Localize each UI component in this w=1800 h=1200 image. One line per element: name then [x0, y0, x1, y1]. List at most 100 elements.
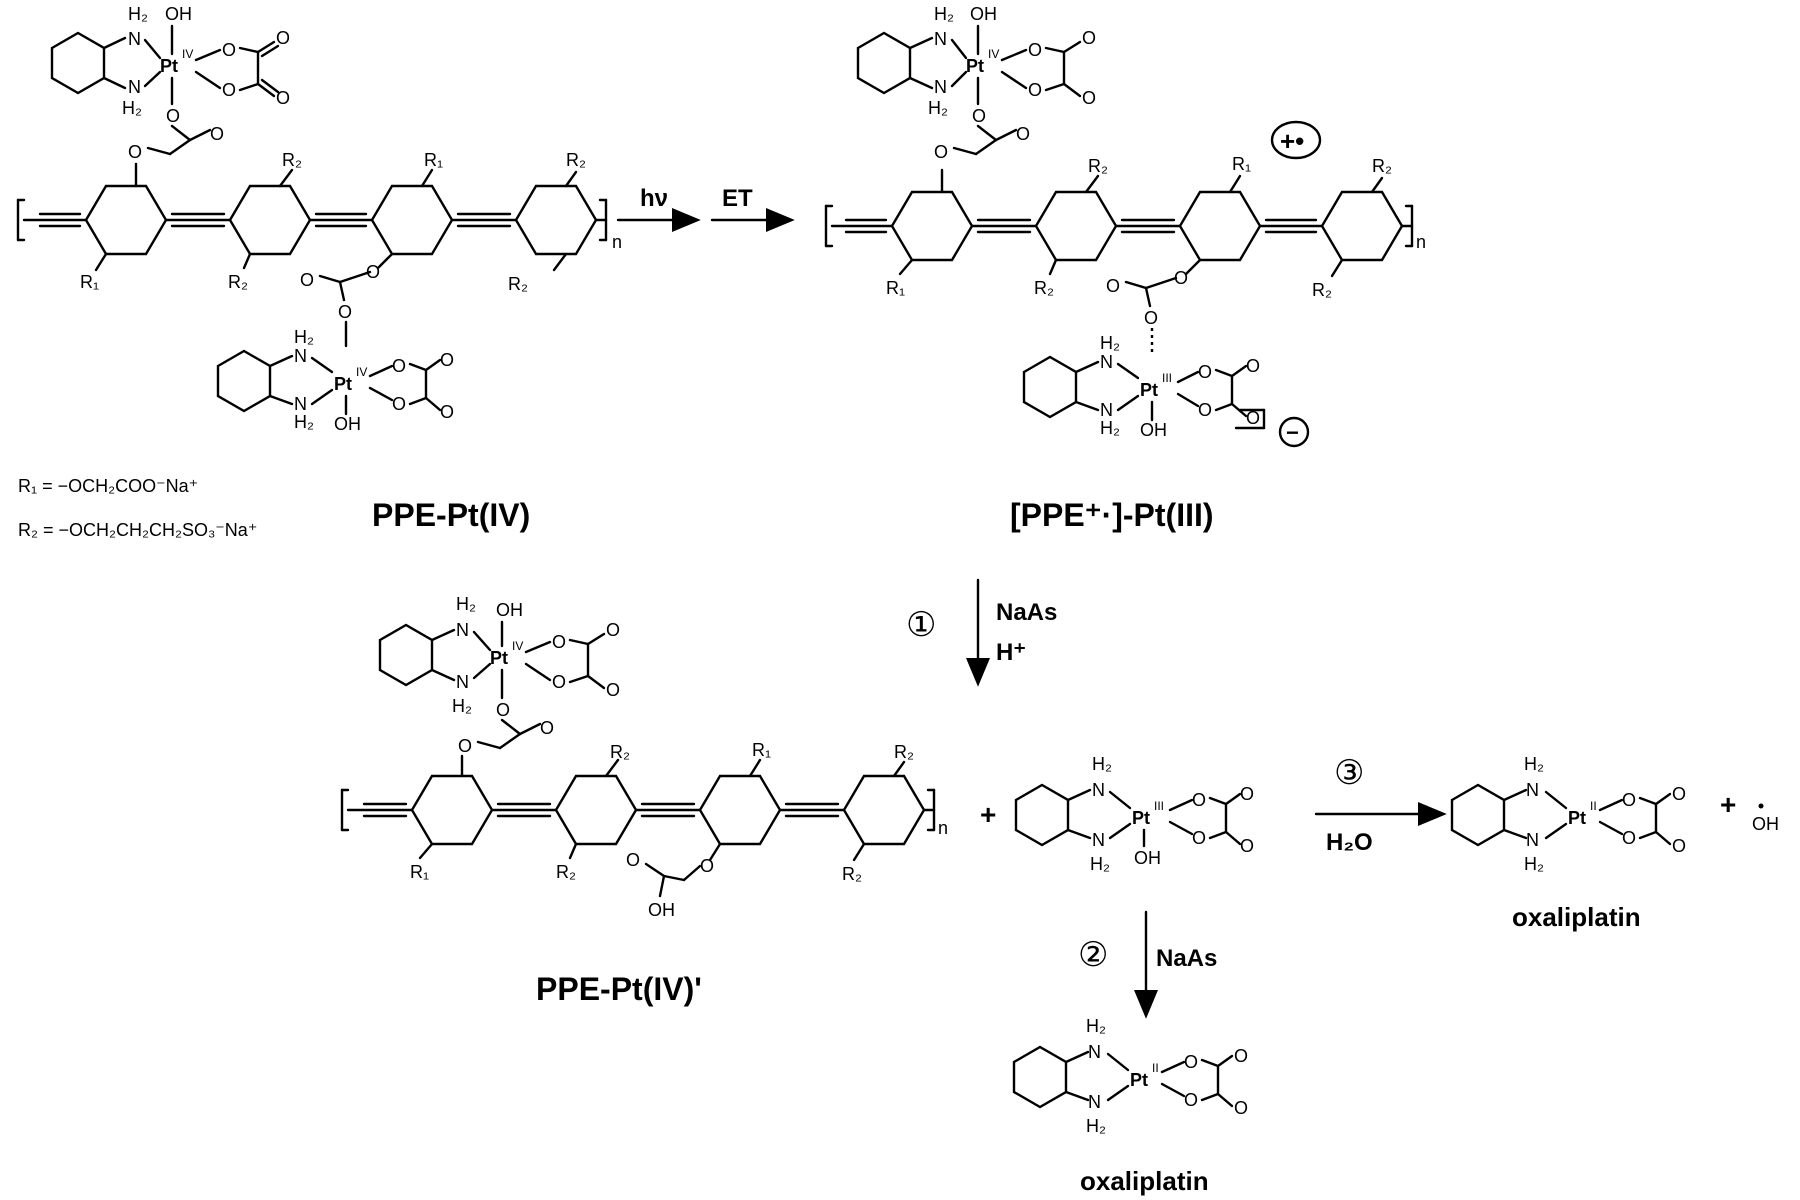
svg-text:H₂: H₂ — [1090, 854, 1110, 874]
svg-text:R₂: R₂ — [1312, 280, 1332, 300]
svg-text:R₂: R₂ — [1088, 156, 1108, 176]
svg-text:Pt: Pt — [490, 648, 508, 668]
svg-text:O: O — [606, 680, 620, 700]
svg-text:③: ③ — [1334, 754, 1364, 792]
svg-text:O: O — [1184, 1090, 1198, 1110]
svg-text:III: III — [1162, 371, 1172, 385]
ppe-radical-pt-iii-structure: N N H₂ H₂ Pt IV OH O O O O O O — [824, 4, 1426, 533]
svg-text:II: II — [1590, 799, 1597, 813]
svg-text:O: O — [700, 856, 714, 876]
ppe-backbone-middle: R₁ R₂ R₂ R₁ O R₂ R₂ — [340, 740, 948, 920]
label-oxaliplatin-bottom: oxaliplatin — [1080, 1166, 1209, 1196]
svg-text:O: O — [128, 142, 142, 162]
svg-text:H₂: H₂ — [1100, 418, 1120, 438]
arrow-step-3: ③ H₂O — [1314, 754, 1447, 856]
pt-complex-upper-right: N N H₂ H₂ Pt IV OH O O O O O O — [856, 4, 1096, 162]
svg-text:R₁: R₁ — [886, 278, 905, 298]
svg-text:O: O — [540, 718, 554, 738]
svg-text:H₂: H₂ — [1524, 754, 1544, 774]
svg-text:O: O — [1082, 28, 1096, 48]
svg-text:III: III — [1154, 799, 1164, 813]
plus-sign-1: + — [980, 799, 996, 830]
svg-text:R₂: R₂ — [894, 742, 914, 762]
svg-text:OH: OH — [970, 4, 997, 24]
svg-text:N: N — [1088, 1092, 1101, 1112]
svg-text:O: O — [1246, 356, 1260, 376]
svg-text:N: N — [294, 394, 307, 414]
svg-text:n: n — [612, 232, 622, 252]
svg-text:O: O — [1184, 1052, 1198, 1072]
svg-text:O: O — [972, 106, 986, 126]
svg-text:O: O — [1016, 124, 1030, 144]
svg-text:N: N — [934, 29, 947, 49]
radical-cation-symbol: +• — [1270, 120, 1322, 160]
svg-text:O: O — [552, 632, 566, 652]
svg-text:O: O — [934, 142, 948, 162]
svg-text:O: O — [606, 620, 620, 640]
svg-text:OH: OH — [1140, 420, 1167, 440]
svg-text:H₂O: H₂O — [1326, 829, 1373, 856]
svg-text:O: O — [1234, 1046, 1248, 1066]
svg-text:O: O — [392, 356, 406, 376]
svg-text:IV: IV — [182, 47, 193, 61]
svg-text:Pt: Pt — [966, 56, 984, 76]
svg-text:OH: OH — [648, 900, 675, 920]
pt-complex-upper-left: N N H₂ H₂ Pt IV OH O O O O O — [50, 4, 290, 162]
svg-text:IV: IV — [988, 47, 999, 61]
svg-text:N: N — [128, 77, 141, 97]
svg-text:O: O — [1192, 828, 1206, 848]
svg-text:R₂: R₂ — [508, 274, 528, 294]
oxaliplatin-right: H₂ N N H₂ Pt II O O O O — [1450, 754, 1686, 874]
svg-text:OH: OH — [334, 414, 361, 434]
svg-text:H₂: H₂ — [294, 412, 314, 432]
svg-text:H₂: H₂ — [1086, 1016, 1106, 1036]
plus-sign-2: + — [1720, 789, 1736, 820]
svg-text:O: O — [496, 700, 510, 720]
pt-complex-upper-middle: H₂ N N H₂ Pt IV OH O O O O O O — [378, 594, 620, 756]
svg-text:R₁: R₁ — [424, 150, 443, 170]
svg-text:R₁: R₁ — [1232, 154, 1251, 174]
svg-text:H₂: H₂ — [456, 594, 476, 614]
svg-text:ET: ET — [722, 185, 753, 212]
svg-text:H⁺: H⁺ — [996, 639, 1026, 666]
svg-text:II: II — [1152, 1061, 1159, 1075]
svg-text:O: O — [1198, 400, 1212, 420]
svg-text:H₂: H₂ — [934, 4, 954, 24]
svg-text:O: O — [1192, 790, 1206, 810]
svg-text:OH: OH — [1752, 814, 1779, 834]
svg-text:N: N — [456, 672, 469, 692]
svg-text:Pt: Pt — [1132, 808, 1150, 828]
svg-text:n: n — [1416, 232, 1426, 252]
svg-text:N: N — [1100, 400, 1113, 420]
svg-text:−: − — [1286, 420, 1299, 445]
svg-text:O: O — [458, 736, 472, 756]
svg-text:N: N — [1526, 780, 1539, 800]
svg-text:O: O — [626, 850, 640, 870]
svg-text:OH: OH — [165, 4, 192, 24]
svg-text:N: N — [1088, 1042, 1101, 1062]
svg-text:IV: IV — [356, 365, 367, 379]
svg-text:O: O — [300, 270, 314, 290]
svg-text:O: O — [1240, 836, 1254, 856]
r1-definition: R₁ = −OCH₂COO⁻Na⁺ — [18, 476, 198, 496]
svg-text:O: O — [1174, 268, 1188, 288]
svg-text:H₂: H₂ — [452, 696, 472, 716]
svg-text:O: O — [1240, 784, 1254, 804]
pt-iii-hydroxide-complex: H₂ N N H₂ Pt III OH O O O O — [1014, 754, 1254, 874]
svg-text:O: O — [392, 394, 406, 414]
pt-complex-lower-left: O O H₂ N N H₂ Pt IV OH O O O O — [216, 270, 454, 434]
svg-text:R₂: R₂ — [1034, 278, 1054, 298]
svg-text:R₂: R₂ — [228, 272, 248, 292]
svg-text:O: O — [440, 402, 454, 422]
svg-text:O: O — [1234, 1098, 1248, 1118]
svg-text:O: O — [1106, 276, 1120, 296]
svg-text:O: O — [1028, 40, 1042, 60]
svg-text:N: N — [456, 620, 469, 640]
svg-text:O: O — [338, 302, 352, 322]
svg-text:IV: IV — [512, 639, 523, 653]
svg-text:O: O — [1672, 784, 1686, 804]
svg-text:R₁: R₁ — [752, 740, 771, 760]
svg-text:O: O — [1622, 828, 1636, 848]
svg-text:O: O — [276, 88, 290, 108]
hydroxyl-radical: OH — [1752, 803, 1779, 834]
